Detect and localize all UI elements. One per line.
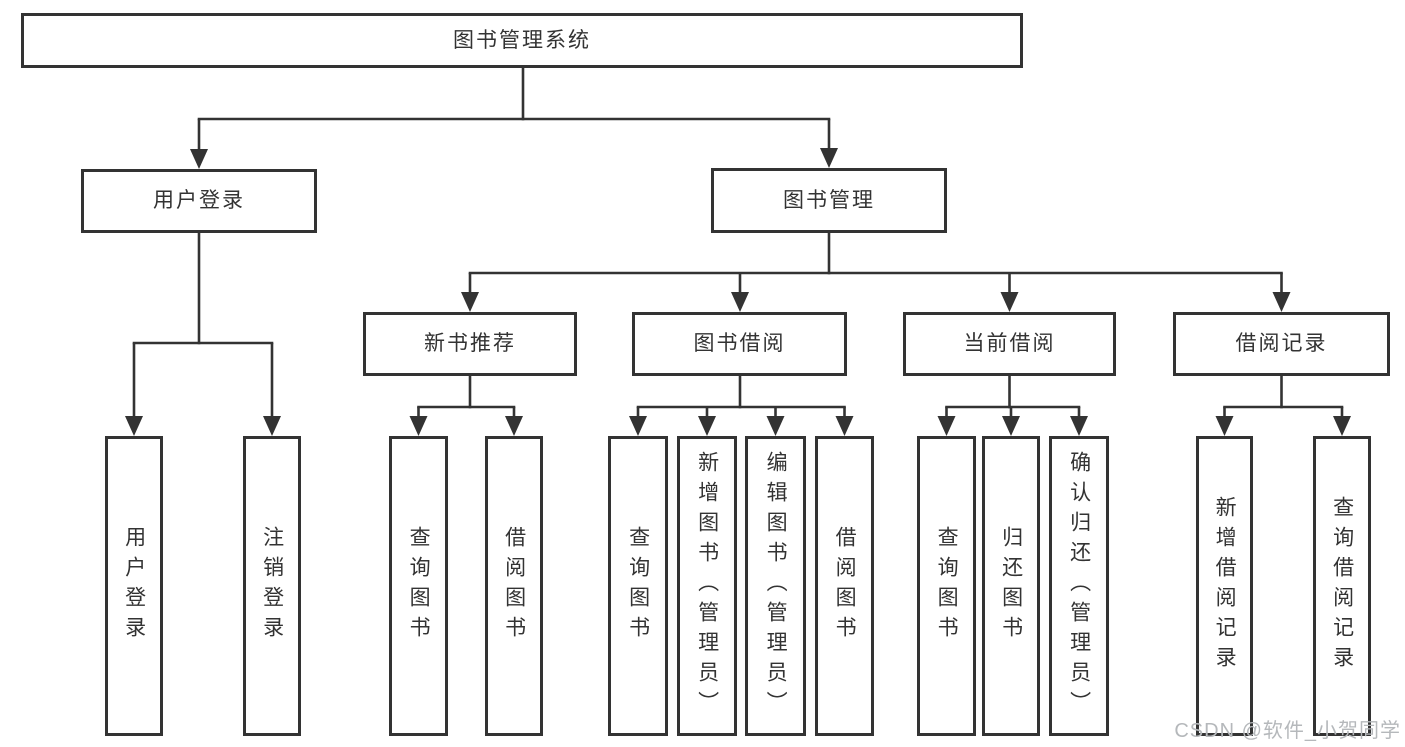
leaf-query-books-recommend: 查询图书 [389,436,448,736]
leaf-logout: 注销登录 [243,436,301,736]
node-book-management: 图书管理 [711,168,947,233]
node-library-management-system: 图书管理系统 [21,13,1023,68]
node-current-borrowing: 当前借阅 [903,312,1116,376]
leaf-confirm-return-admin: 确认归还（管理员） [1049,436,1109,736]
leaf-query-books-current: 查询图书 [917,436,976,736]
csdn-watermark: CSDN @软件_小贺同学 [1174,720,1401,742]
leaf-user-login: 用户登录 [105,436,163,736]
leaf-edit-book-admin: 编辑图书（管理员） [745,436,806,736]
leaf-query-borrow-record: 查询借阅记录 [1313,436,1371,736]
node-borrowing-records: 借阅记录 [1173,312,1390,376]
node-user-login: 用户登录 [81,169,317,233]
leaf-query-books-borrowing: 查询图书 [608,436,668,736]
leaf-borrow-books-borrowing: 借阅图书 [815,436,874,736]
leaf-return-book: 归还图书 [982,436,1040,736]
node-new-book-recommendation: 新书推荐 [363,312,577,376]
leaf-borrow-books-recommend: 借阅图书 [485,436,543,736]
node-book-borrowing: 图书借阅 [632,312,847,376]
leaf-add-book-admin: 新增图书（管理员） [677,436,737,736]
leaf-add-borrow-record: 新增借阅记录 [1196,436,1253,736]
